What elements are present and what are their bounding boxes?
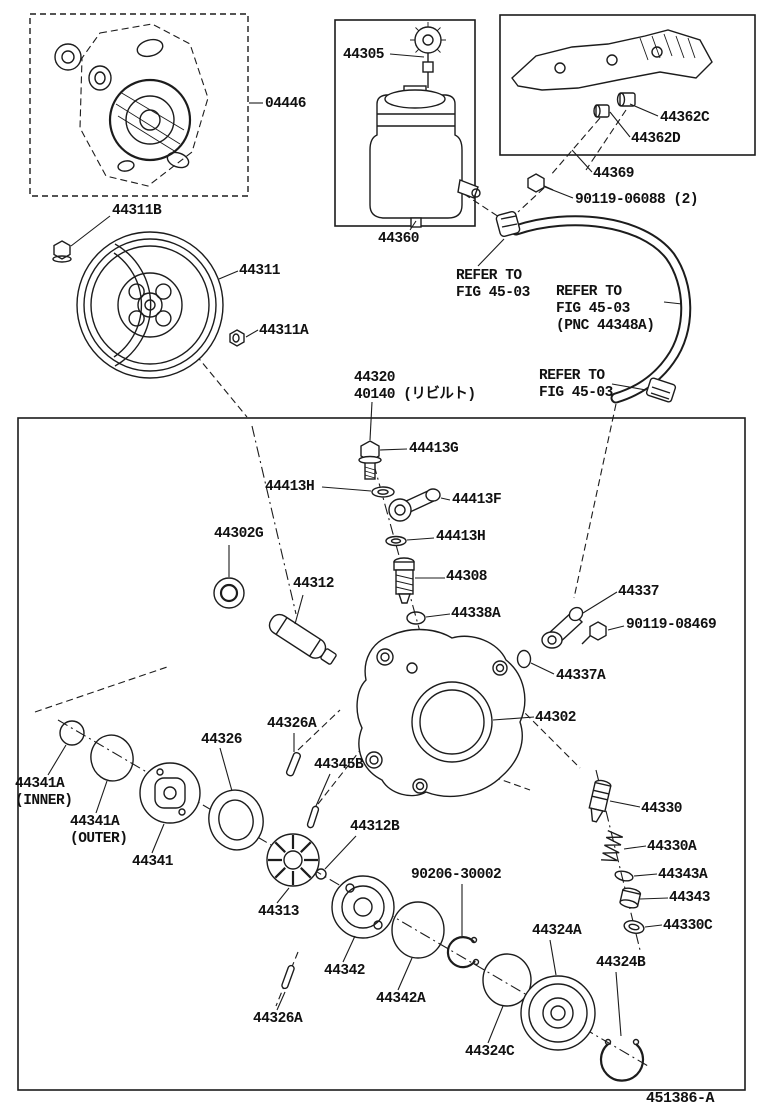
bolt-44413G <box>358 440 382 480</box>
cap-44330C <box>623 920 645 934</box>
o-ring-44341A-inner <box>59 720 85 746</box>
fitting-44308 <box>393 557 415 604</box>
reservoir-44360 <box>369 22 481 228</box>
bolt-90119-08469 <box>581 621 607 645</box>
o-ring-44343A <box>614 870 634 882</box>
grommet-44362D <box>593 104 610 118</box>
plug-44343 <box>619 887 642 909</box>
o-ring-44341A-outer <box>90 734 134 782</box>
rotor-44313 <box>266 833 320 887</box>
pump-body-44302 <box>356 628 526 798</box>
seal-kit-box <box>29 13 249 197</box>
valve-44330 <box>588 779 612 823</box>
seal-kit-04446 <box>54 23 209 187</box>
bushing-44362C <box>616 92 636 107</box>
washer-44413H-2 <box>385 535 407 547</box>
pin-44326A-1 <box>285 751 301 777</box>
o-ring-44337A <box>516 649 532 669</box>
o-ring-44342A <box>391 901 445 959</box>
hose-clamp-bottom <box>645 377 677 403</box>
bolt-90119-06088 <box>527 173 554 193</box>
fitting-44413F <box>388 488 441 522</box>
spring-44330A <box>601 829 623 862</box>
bracket-44369 <box>511 29 713 118</box>
shaft-44312 <box>268 613 337 665</box>
rear-housing-44324A <box>520 975 596 1051</box>
o-ring-44324C <box>482 953 532 1007</box>
drawing-number: 451386-A <box>646 1090 715 1107</box>
o-ring-44312B <box>315 868 327 880</box>
snap-ring-90206-30002 <box>446 936 480 969</box>
hose-clamp-top <box>495 210 521 238</box>
bolt-44311A <box>229 329 245 347</box>
pin-44345B <box>306 805 320 829</box>
leader-lines <box>47 53 683 1044</box>
bearing-44302G <box>213 577 245 609</box>
cam-ring-44326 <box>208 789 264 851</box>
snap-ring-44324B <box>599 1038 645 1082</box>
union-44337 <box>541 606 584 649</box>
washer-44413H-1 <box>371 486 395 498</box>
pin-44326A-2 <box>281 964 295 990</box>
o-ring-44338A <box>406 611 426 625</box>
return-hose <box>495 210 692 404</box>
side-plate-44342 <box>331 875 395 939</box>
pulley-44311 <box>76 231 224 379</box>
nut-44311B <box>52 240 72 263</box>
reservoir-cap-44305 <box>410 22 446 88</box>
rotor-44341 <box>139 762 201 824</box>
